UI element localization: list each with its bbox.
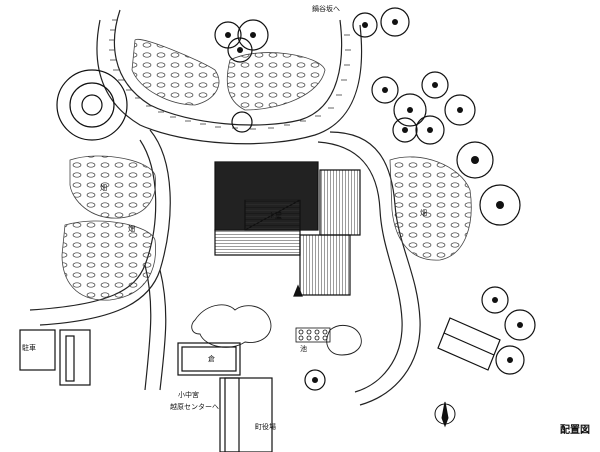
label-field-center: 畑 (128, 225, 135, 233)
label-field-right: 畑 (420, 209, 427, 217)
label-lower-road2: 越原センターへ (170, 403, 219, 411)
field-left (61, 155, 156, 301)
label-main-house: 主屋 (268, 212, 282, 220)
label-parking: 駐車 (22, 344, 36, 352)
tree-dots (225, 19, 523, 383)
label-lower-road: 小中宮 (178, 391, 199, 399)
north-arrow-icon (434, 401, 456, 428)
label-shed: 倉 (208, 355, 215, 363)
pot-row (295, 327, 331, 343)
lower-buildings (19, 329, 273, 452)
figure-title: 配置図 (560, 425, 590, 436)
road-top-stones (109, 19, 351, 130)
shrubs (191, 304, 362, 356)
label-road-top: 鍋谷坂へ (312, 5, 340, 13)
shed-right (437, 317, 501, 371)
road-top-curve (96, 9, 363, 145)
label-road-bottom: 町役場 (255, 423, 276, 431)
label-field-left: 畑 (100, 184, 107, 192)
trees (56, 7, 536, 391)
field-top (131, 38, 326, 111)
field-right (389, 156, 472, 261)
label-pond: 池 (300, 345, 307, 353)
main-house (214, 161, 361, 297)
